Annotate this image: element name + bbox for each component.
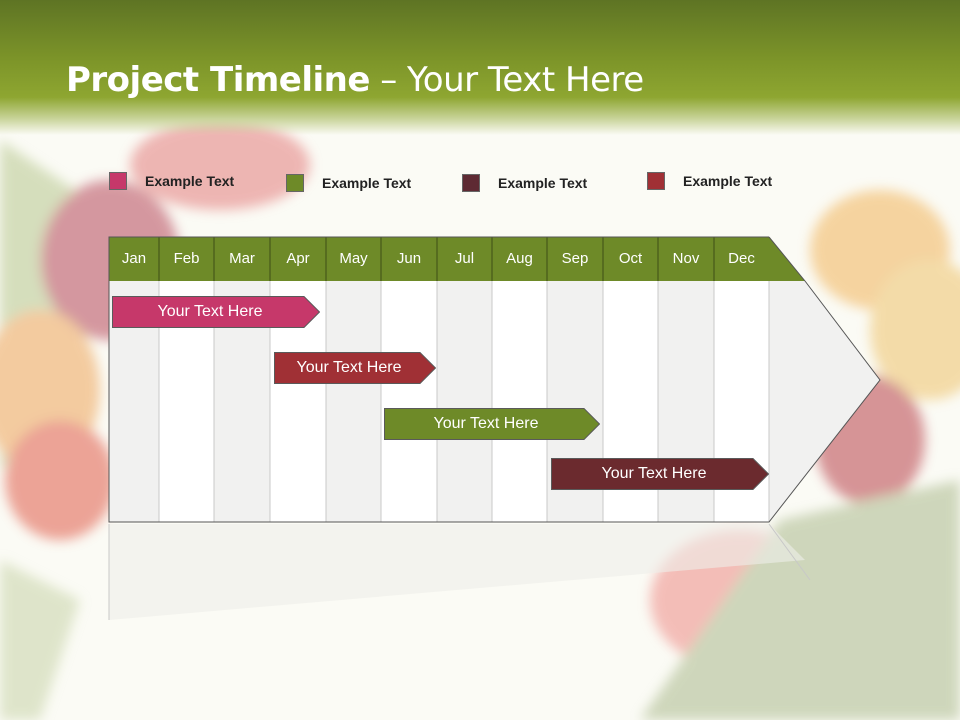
- legend-label: Example Text: [683, 173, 773, 189]
- month-label: Dec: [728, 250, 755, 267]
- legend-label: Example Text: [498, 175, 588, 191]
- bar-arrow-shape: [274, 352, 437, 384]
- bar-arrow-shape: [551, 458, 770, 490]
- legend-item-1: Example Text: [109, 170, 234, 192]
- arrow-head-body: [769, 281, 880, 522]
- bar-label: Your Text Here: [157, 303, 263, 320]
- bar-arrow-shape: [384, 408, 601, 440]
- arrow-outline: [108, 236, 881, 523]
- bar-label: Your Text Here: [296, 359, 402, 376]
- month-label: Nov: [672, 250, 700, 267]
- timeline-bar[interactable]: Your Text Here: [384, 408, 601, 440]
- month-column: [326, 281, 381, 522]
- title-bold: Project Timeline: [66, 60, 370, 100]
- timeline-bar[interactable]: Your Text Here: [112, 296, 321, 328]
- timeline-bar[interactable]: Your Text Here: [274, 352, 437, 384]
- reflection-edge: [768, 523, 811, 581]
- month-column: [437, 281, 492, 522]
- month-label: Mar: [229, 250, 255, 267]
- month-label: Jul: [454, 250, 475, 267]
- legend-swatch-green: [286, 174, 304, 192]
- month-label: Aug: [506, 250, 533, 267]
- month-label: Feb: [173, 250, 200, 267]
- month-header-band: [109, 237, 769, 281]
- bar-arrow-shape: [112, 296, 321, 328]
- month-column: [381, 281, 437, 522]
- month-label: May: [339, 250, 368, 267]
- month-label: Oct: [618, 250, 643, 267]
- month-label: Jan: [121, 250, 147, 267]
- bar-label: Your Text Here: [601, 465, 707, 482]
- bar-label: Your Text Here: [433, 415, 539, 432]
- arrow-reflection: [109, 524, 805, 620]
- legend-item-4: Example Text: [647, 170, 772, 192]
- title-rest: – Your Text Here: [369, 60, 644, 100]
- legend-item-3: Example Text: [462, 172, 587, 194]
- month-label: Jun: [396, 250, 422, 267]
- timeline-bar[interactable]: Your Text Here: [551, 458, 770, 490]
- legend-item-2: Example Text: [286, 172, 411, 194]
- legend-swatch-pink: [109, 172, 127, 190]
- legend-label: Example Text: [322, 175, 412, 191]
- legend-swatch-plum: [462, 174, 480, 192]
- page-title: Project Timeline – Your Text Here: [66, 60, 644, 100]
- legend-label: Example Text: [145, 173, 235, 189]
- month-label: Sep: [561, 250, 589, 267]
- month-label: Apr: [286, 250, 310, 267]
- month-column: [492, 281, 547, 522]
- legend-swatch-red: [647, 172, 665, 190]
- header-band: [0, 0, 960, 135]
